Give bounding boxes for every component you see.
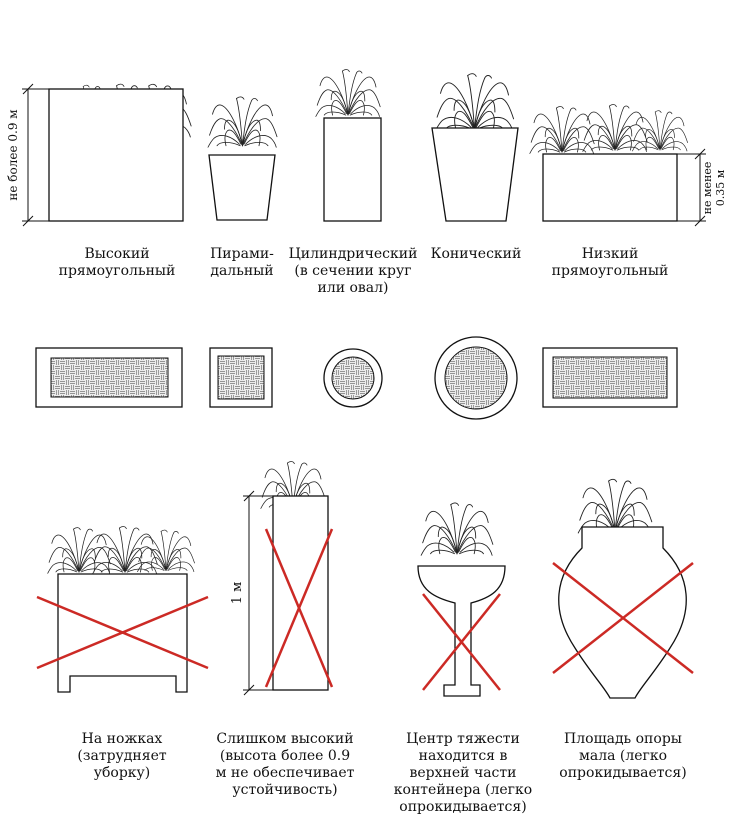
dim-label-tall-rect: не более 0.9 м [6,109,20,200]
pot-narrow-base [558,478,687,699]
pot-pyramidal [207,96,278,221]
caption-pyramidal: Пирами- дальный [210,246,274,279]
dimension-too-tall [243,490,273,696]
plan-tall-rect [35,347,183,408]
plan-pyramidal [209,347,273,408]
caption-cylindrical: Цилиндрический (в сечении круг или овал) [288,246,418,296]
pot-tall-rect [48,83,192,222]
pot-cylindrical [315,69,382,222]
caption-top-heavy: Центр тяжести находится в верхней части … [393,731,533,815]
plan-cylindrical [323,348,383,408]
caption-tall-rect: Высокий прямоугольный [58,246,176,279]
pot-top-heavy [417,502,506,697]
dimension-tall-rect [22,83,49,227]
dim-label-low-rect-1: не менее [701,162,714,215]
cross-on-legs [36,595,209,670]
cross-top-heavy [422,593,501,691]
caption-on-legs: На ножках (затрудняет уборку) [77,731,167,781]
caption-conical: Конический [430,246,522,262]
dim-label-low-rect-2: 0.35 м [714,169,727,206]
cross-narrow-base [552,562,694,674]
cross-too-tall [264,528,334,688]
pot-low-rect [529,104,689,222]
caption-too-tall: Слишком высокий (высота более 0.9 м не о… [215,731,355,798]
plan-low-rect [542,347,678,408]
pot-conical [431,73,519,222]
plan-conical [434,336,518,420]
caption-low-rect: Низкий прямоугольный [551,246,669,279]
dimension-low-rect [677,148,706,227]
caption-narrow-base: Площадь опоры мала (легко опрокидывается… [559,731,687,781]
dim-label-too-tall: 1 м [230,582,245,605]
